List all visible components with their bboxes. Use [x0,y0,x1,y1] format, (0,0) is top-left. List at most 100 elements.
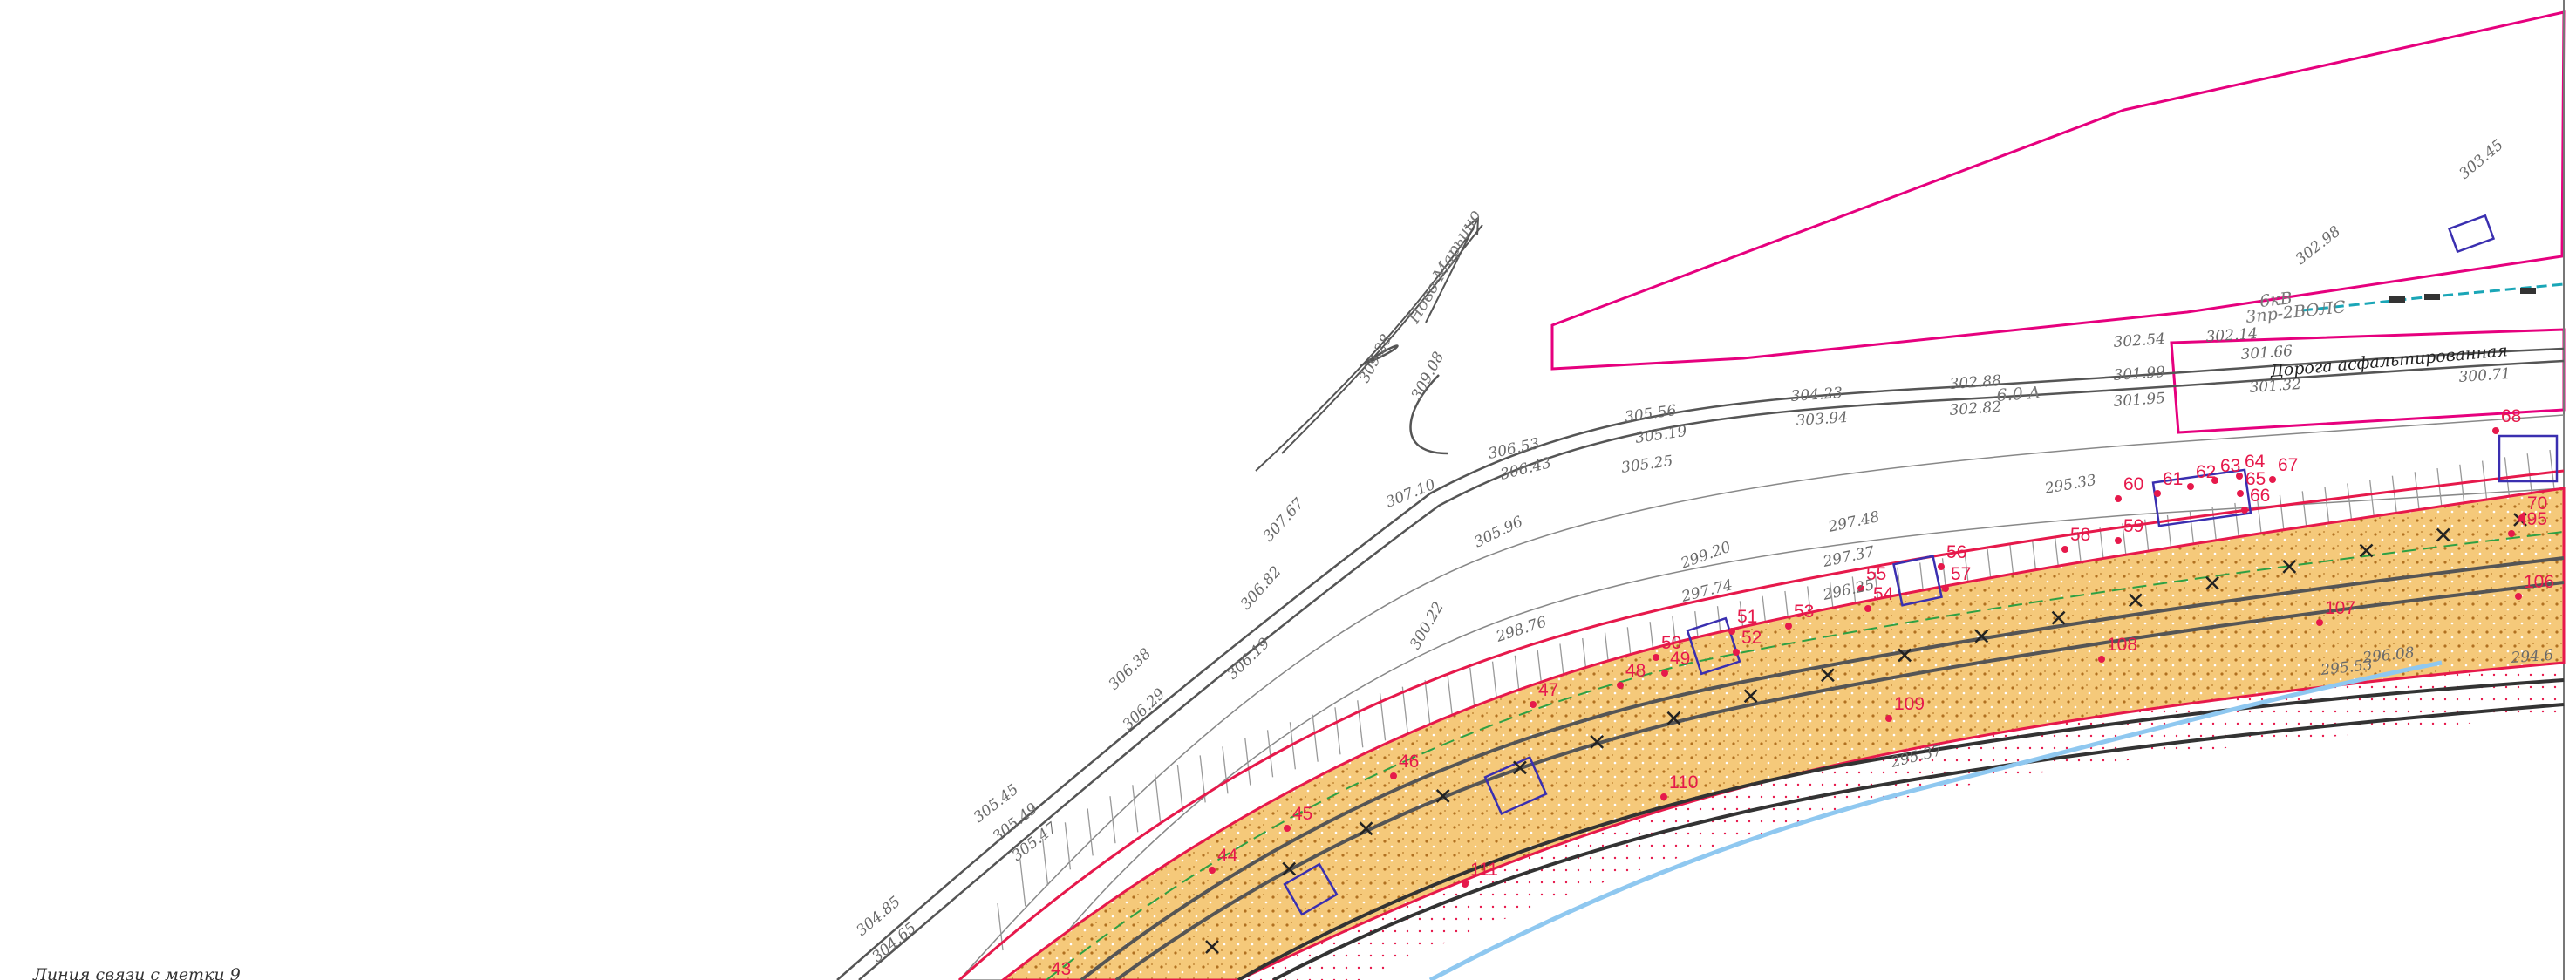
elevation-label: 301.66 [2240,343,2293,364]
point-label: 46 [1399,752,1419,772]
point-label: 495 [2517,509,2547,529]
survey-point-dot [1661,670,1668,677]
elevation-label: 306.82 [1237,563,1285,614]
hatch-line [1154,774,1162,822]
red-dotted-area [1238,663,2564,980]
survey-point-dot [2492,427,2499,434]
point-label: 48 [1625,661,1646,681]
survey-point-dot [2098,656,2105,663]
survey-point-dot [1938,563,1945,570]
elevation-label: 305.56 [1624,402,1678,426]
survey-point-dot [1864,605,1871,612]
crossing-mark [1666,711,1681,725]
point-label: 108 [2107,635,2137,655]
point-label: 50 [1661,633,1681,653]
elevation-label: 297.48 [1826,508,1882,536]
elevation-label: 294.6 [2510,647,2554,667]
embankment-slope [957,414,2565,980]
point-label: 68 [2501,406,2521,426]
comm-label-1: 6кВ [2259,289,2293,311]
crossing-mark [2359,543,2374,558]
elevation-label: 297.74 [1679,576,1734,606]
survey-point-dot [1390,772,1397,779]
point-label: 61 [2163,469,2183,489]
point-label: 107 [2325,598,2355,618]
point-label: 43 [1051,959,1071,979]
point-label: 58 [2070,525,2090,545]
hatch-line [1266,730,1274,778]
point-label: 106 [2524,572,2554,592]
point-label: 63 [2220,456,2240,476]
point-label: 59 [2123,516,2143,536]
direction-arrow [1425,215,1480,323]
right-of-way-redline [957,469,2565,980]
point-label: 54 [1873,584,1894,604]
elevation-label: 295.33 [2042,472,2097,498]
elevation-label: 303.94 [1796,409,1849,430]
hatch-line [1064,822,1072,870]
survey-point-dot [1660,793,1667,800]
elevation-label: 304.23 [1790,385,1843,405]
point-label: 65 [2245,469,2266,489]
point-label: 55 [1866,564,1886,584]
elevation-label: 302.88 [1949,372,2002,393]
comm-line-segments [2389,288,2536,303]
direction-label: Ново-Марьино [1404,207,1485,328]
elevation-label: 309.08 [1408,349,1448,403]
elevation-label: 305.96 [1471,513,1525,551]
crossing-mark [2051,610,2066,625]
elevation-label: 306.29 [1120,685,1169,734]
legend-note: Линия связи с метки 9 [32,965,241,980]
hatch-line [1312,714,1319,762]
point-label: 57 [1951,564,1971,584]
crossing-mark [1513,760,1527,775]
elevation-label: 307.67 [1260,495,1308,546]
survey-point-dot [1942,585,1949,592]
hatch-line [1447,673,1454,721]
crossing-mark [1205,940,1219,954]
point-label: 56 [1946,542,1966,562]
elevation-label: 302.54 [2113,330,2166,351]
survey-point-dot [1785,623,1792,630]
hatch-line [1132,785,1139,833]
crossing-mark [2205,575,2219,590]
survey-point-dot [1284,825,1291,832]
survey-point-dot [2211,477,2218,484]
elevation-label: 302.82 [1949,398,2002,419]
point-label: 53 [1794,602,1814,622]
buildings [1283,214,2559,916]
centerline-green [1046,531,2565,980]
survey-point-dot [2061,546,2068,553]
point-label: 60 [2123,474,2143,494]
side-road [836,224,2565,980]
crossing-mark [1898,648,1912,663]
point-label: 111 [1470,860,1498,880]
elevation-label: 299.20 [1678,538,1734,573]
crossing-mark [1359,821,1373,836]
survey-point-labels: 43 44 45 46 47 48 49 50 51 52 53 54 55 5… [1051,406,2554,979]
survey-point-dot [1885,715,1892,722]
elevation-label: 301.32 [2249,376,2302,397]
survey-point-dot [2316,619,2323,626]
point-label: 52 [1741,628,1762,648]
crossing-mark [2436,527,2450,542]
hatch-line [1401,686,1408,734]
hatch-line [1334,707,1341,755]
crossing-mark [1974,629,1989,643]
crossing-mark [2282,559,2297,574]
point-label: 49 [1670,649,1690,669]
survey-point-dot [1209,867,1216,874]
point-label: 109 [1894,694,1925,714]
elevation-label: 309.28 [1356,331,1396,385]
hatch-line [1222,746,1229,794]
point-label: 44 [1217,846,1238,866]
point-label: 47 [1538,680,1558,700]
elevation-label: 301.99 [2113,364,2166,385]
crossing-mark [1590,734,1605,749]
point-label: 110 [1669,772,1698,793]
survey-point-dot [2236,473,2243,480]
survey-point-dot [1733,649,1740,656]
survey-point-dot [1653,654,1659,661]
survey-point-dot [1530,701,1537,708]
